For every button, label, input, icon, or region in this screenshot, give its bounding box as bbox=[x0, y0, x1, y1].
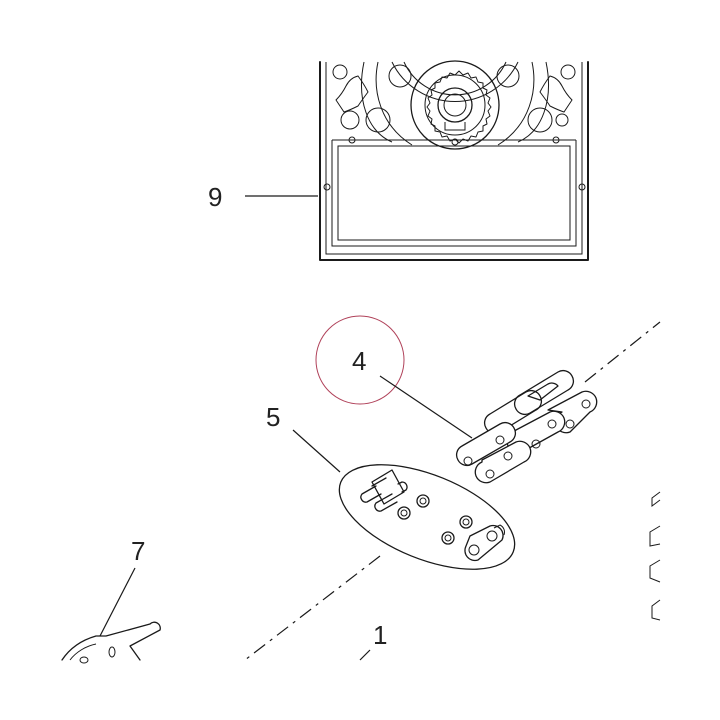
part-4-drive-chain[interactable] bbox=[455, 321, 661, 484]
callout-4-label: 4 bbox=[352, 346, 366, 376]
leader-1 bbox=[359, 649, 371, 661]
callout-9-label: 9 bbox=[208, 182, 222, 212]
callout-4-highlight-circle bbox=[315, 315, 405, 405]
part-5-master-link-kit[interactable] bbox=[325, 443, 529, 591]
leader-4 bbox=[379, 375, 473, 439]
callout-7-label: 7 bbox=[131, 536, 145, 566]
leader-7 bbox=[99, 567, 136, 637]
callout-5-label: 5 bbox=[266, 402, 280, 432]
part-7-bracket[interactable] bbox=[61, 621, 161, 664]
part-edge-fragments bbox=[649, 491, 661, 621]
chain-centerline bbox=[244, 555, 381, 661]
callout-1-label: 1 bbox=[373, 620, 387, 650]
leader-5 bbox=[292, 429, 341, 473]
part-9-chain-cover[interactable] bbox=[319, 60, 589, 261]
